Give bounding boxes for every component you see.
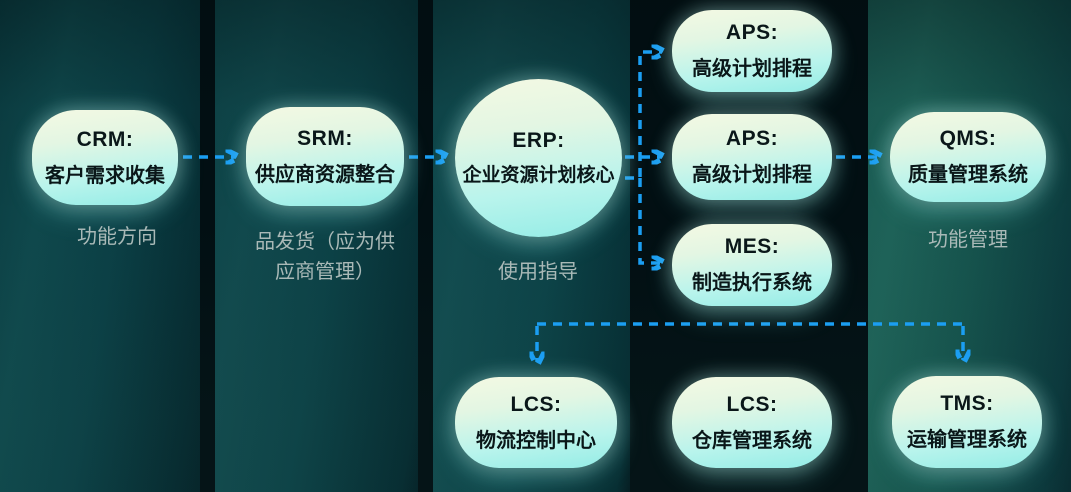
node-erp-label: 企业资源计划核心 (462, 165, 615, 186)
node-tms-code: TMS: (940, 392, 994, 415)
caption-srm-line1: 品发货（应为供 (255, 231, 395, 253)
node-erp: ERP: 企业资源计划核心 (455, 79, 622, 237)
node-tms: TMS: 运输管理系统 (892, 376, 1042, 468)
node-srm: SRM: 供应商资源整合 (246, 107, 404, 206)
node-qms-label: 质量管理系统 (908, 164, 1028, 186)
node-tms-label: 运输管理系统 (907, 429, 1027, 451)
arrow-erp-to-aps-top (625, 52, 662, 180)
arrow-erp-to-mes (638, 178, 662, 263)
node-erp-code: ERP: (512, 129, 565, 152)
node-mes-code: MES: (724, 235, 780, 258)
node-lcs-warehouse-code: LCS: (726, 392, 778, 416)
node-srm-code: SRM: (297, 126, 353, 150)
caption-crm: 功能方向 (77, 226, 157, 248)
node-aps-top: APS: 高级计划排程 (672, 10, 832, 92)
node-lcs-warehouse: LCS: 仓库管理系统 (672, 377, 832, 468)
node-lcs-control-label: 物流控制中心 (476, 429, 596, 452)
caption-qms: 功能管理 (928, 229, 1008, 251)
node-lcs-control: LCS: 物流控制中心 (455, 377, 617, 468)
node-qms: QMS: 质量管理系统 (890, 112, 1046, 202)
node-crm-code: CRM: (76, 127, 134, 151)
node-lcs-control-code: LCS: (510, 392, 562, 416)
node-aps-top-label: 高级计划排程 (692, 58, 812, 80)
background-column-1 (0, 0, 200, 492)
background-column-2 (215, 0, 418, 492)
node-crm-label: 客户需求收集 (45, 164, 165, 187)
node-mes: MES: 制造执行系统 (672, 224, 832, 306)
caption-srm: 品发货（应为供 应商管理） (230, 227, 420, 287)
caption-erp: 使用指导 (498, 261, 578, 283)
caption-srm-line2: 应商管理） (275, 261, 375, 283)
node-aps-mid: APS: 高级计划排程 (672, 114, 832, 200)
node-aps-mid-code: APS: (725, 127, 779, 150)
node-mes-label: 制造执行系统 (692, 272, 812, 294)
node-aps-mid-label: 高级计划排程 (692, 164, 812, 186)
node-qms-code: QMS: (939, 127, 997, 150)
node-aps-top-code: APS: (725, 21, 779, 44)
node-lcs-warehouse-label: 仓库管理系统 (692, 429, 812, 452)
node-srm-label: 供应商资源整合 (255, 163, 395, 186)
node-crm: CRM: 客户需求收集 (32, 110, 178, 205)
